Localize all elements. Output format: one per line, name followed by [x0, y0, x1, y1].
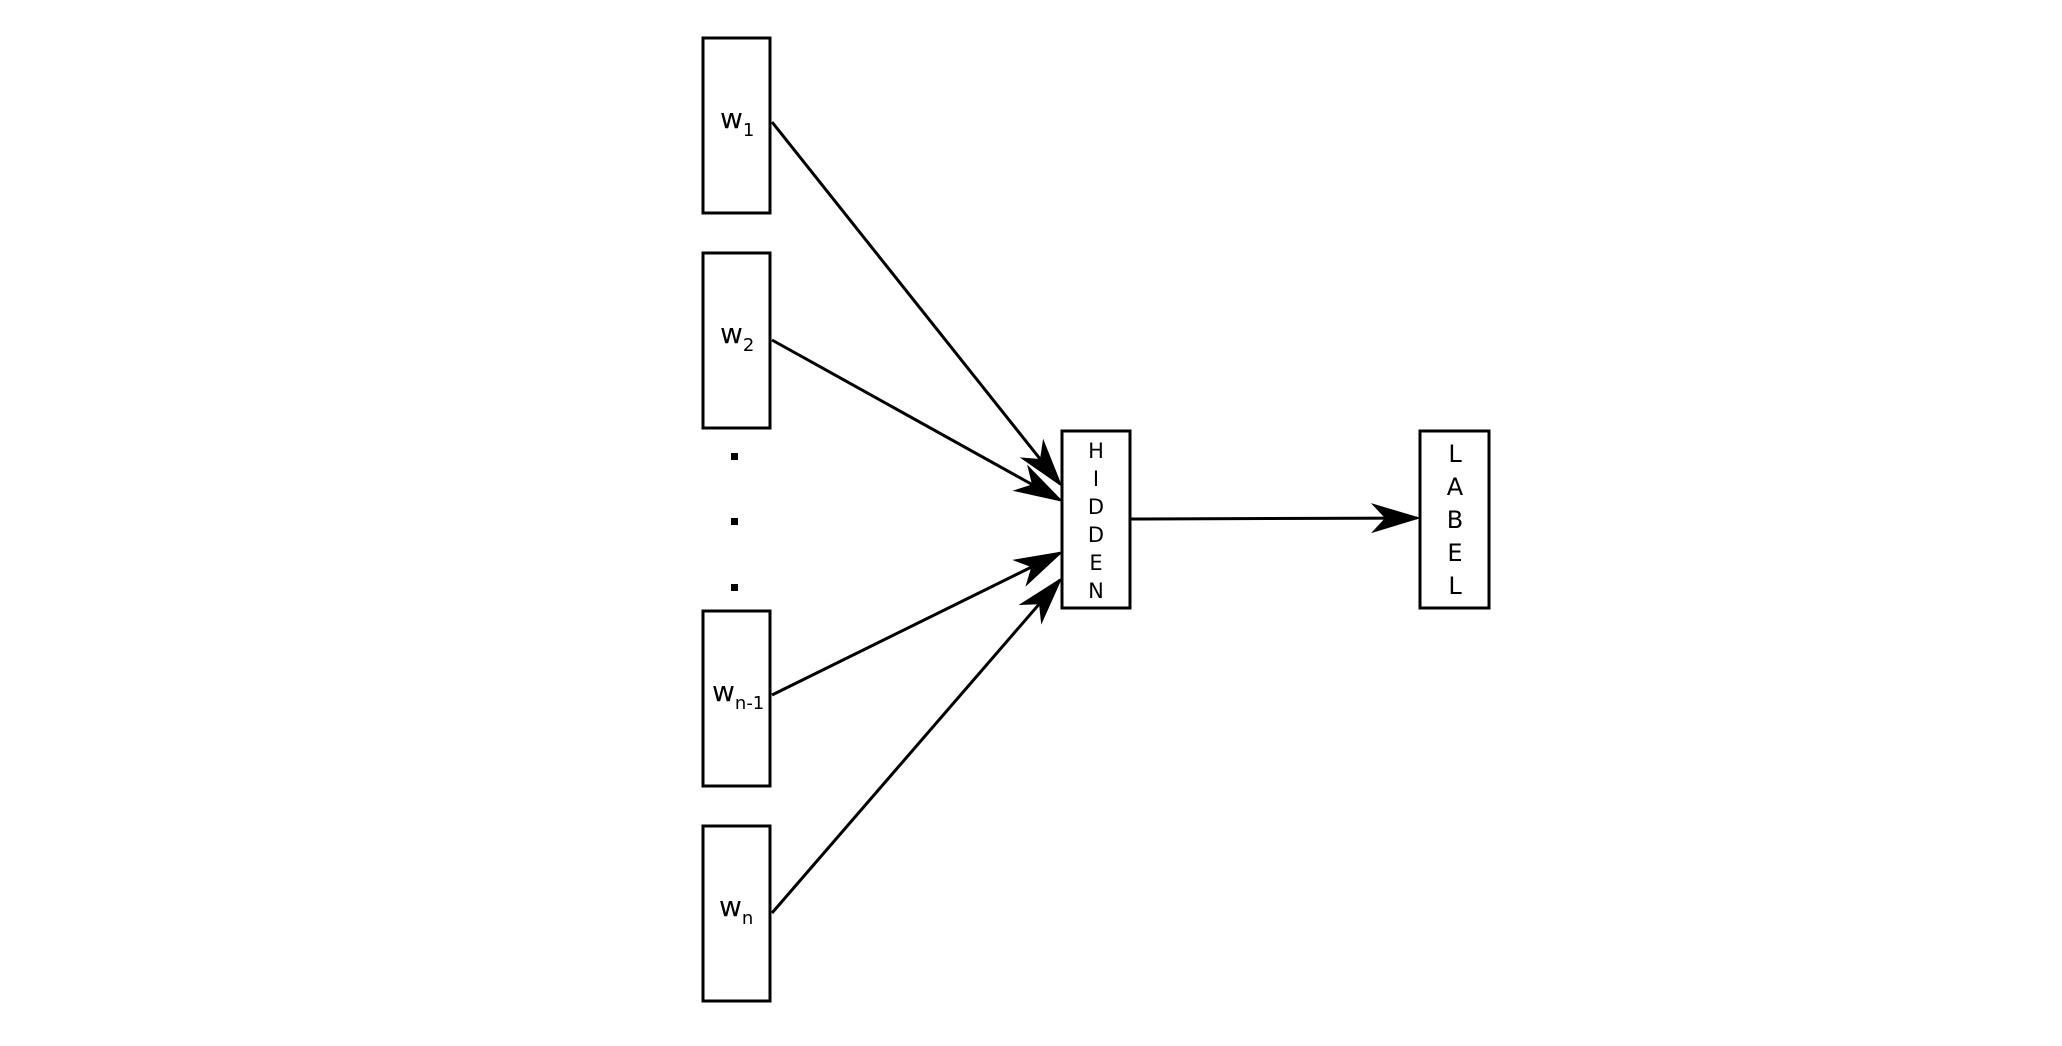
- output-label-node-letter: L: [1448, 440, 1462, 468]
- input-node-wn-minus-1-base: w: [712, 675, 735, 708]
- input-node-w1-subscript: 1: [743, 120, 754, 141]
- hidden-node-letter: D: [1088, 495, 1104, 519]
- svg-text:wn-1: wn-1: [712, 675, 764, 714]
- hidden-node-letter: N: [1088, 579, 1104, 603]
- edge-wn-minus-1-to-hidden: [771, 551, 1064, 697]
- ellipsis-dot: [731, 584, 738, 591]
- input-node-wn-minus-1-subscript: n-1: [735, 693, 764, 714]
- input-node-w2-subscript: 2: [743, 335, 754, 356]
- ellipsis-dot: [731, 518, 738, 525]
- input-node-w2-base: w: [720, 317, 743, 350]
- output-label-node-letter: L: [1448, 572, 1462, 600]
- input-node-w1-base: w: [720, 102, 743, 135]
- edge-w1-to-hidden: [770, 121, 1063, 488]
- hidden-node-letter: D: [1088, 523, 1104, 547]
- edge-w2-to-hidden: [771, 338, 1064, 502]
- hidden-node-letter: E: [1089, 551, 1102, 575]
- input-node-w1: w1: [701, 36, 772, 215]
- ellipsis-dots: [731, 453, 738, 591]
- input-node-wn-minus-1: wn-1: [701, 609, 772, 788]
- ellipsis-dot: [731, 453, 738, 460]
- input-node-wn-subscript: n: [742, 908, 753, 929]
- edge-wn-to-hidden: [770, 576, 1063, 914]
- output-label-node-letter: B: [1447, 506, 1463, 534]
- svg-text:wn: wn: [719, 890, 753, 929]
- input-node-wn: wn: [701, 824, 772, 1003]
- input-node-wn-base: w: [719, 890, 742, 923]
- hidden-node-letter: H: [1088, 439, 1104, 463]
- svg-text:w1: w1: [720, 102, 754, 141]
- output-label-node-letter: E: [1447, 539, 1462, 567]
- edge-hidden-to-label: [1130, 503, 1421, 534]
- svg-text:w2: w2: [720, 317, 754, 356]
- output-label-node-letter: A: [1447, 473, 1464, 501]
- hidden-node-letter: I: [1093, 467, 1099, 491]
- input-node-w2: w2: [701, 251, 772, 430]
